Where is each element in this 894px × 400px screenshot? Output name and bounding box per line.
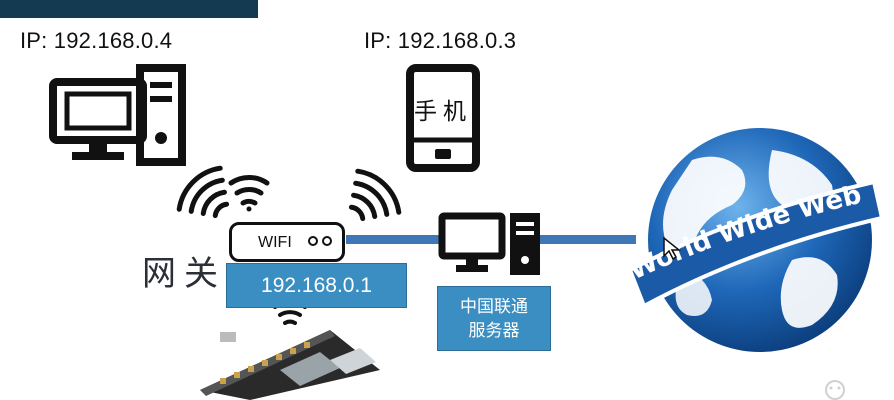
mobile-phone-icon	[406, 64, 480, 172]
isp-label-line2: 服务器	[468, 320, 520, 340]
desktop-computer-icon	[49, 64, 186, 166]
phone-ip-label: IP: 192.168.0.3	[364, 28, 517, 53]
phone-label: 手机	[414, 99, 472, 125]
wifi-router-icon: WIFI	[229, 222, 345, 262]
router-led	[308, 236, 318, 246]
router-ip-box: 192.168.0.1	[226, 263, 407, 308]
isp-to-internet-link	[540, 235, 636, 244]
pc-ip-label: IP: 192.168.0.4	[20, 28, 173, 53]
watermark-icon	[825, 380, 845, 400]
isp-server-box: 中国联通 服务器	[437, 286, 551, 351]
isp-label-line1: 中国联通	[460, 296, 528, 316]
window-title-bar	[0, 0, 258, 18]
router-led	[322, 236, 332, 246]
router-leds	[308, 236, 332, 246]
server-computer-icon	[438, 212, 540, 275]
router-to-isp-link	[346, 235, 444, 244]
cursor-icon	[663, 236, 682, 261]
gateway-label: 网关	[142, 254, 226, 294]
globe-icon: World Wide Web	[625, 128, 885, 352]
router-label: WIFI	[258, 234, 292, 251]
dev-board-image	[200, 330, 380, 400]
